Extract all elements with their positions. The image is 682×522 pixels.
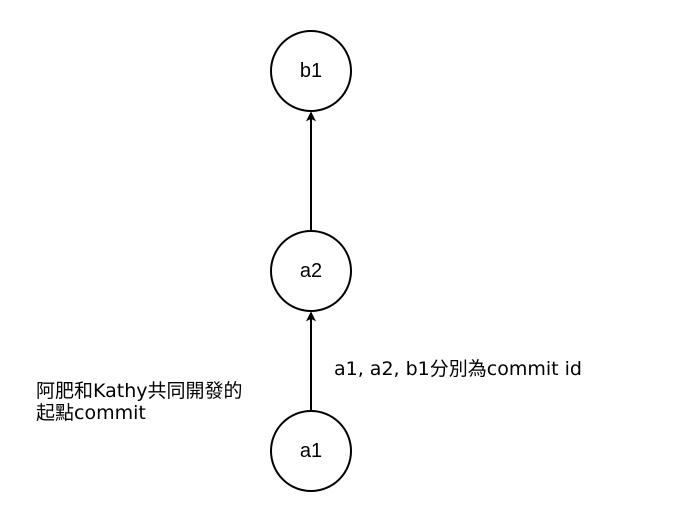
node-b1[interactable]: b1 — [270, 30, 352, 112]
node-a2[interactable]: a2 — [270, 230, 352, 312]
node-a1-label: a1 — [300, 440, 322, 462]
start-point-note-line1: 阿肥和Kathy共同開發的 — [36, 380, 243, 402]
commit-id-note: a1, a2, b1分別為commit id — [334, 358, 582, 380]
node-b1-label: b1 — [300, 60, 322, 82]
node-b1-circle — [270, 30, 352, 112]
node-a2-label: a2 — [300, 260, 322, 282]
node-a1-circle — [270, 410, 352, 492]
start-point-note-line2: 起點commit — [36, 402, 146, 424]
node-a2-circle — [270, 230, 352, 312]
start-point-note: 阿肥和Kathy共同開發的 起點commit — [36, 380, 243, 424]
node-a1[interactable]: a1 — [270, 410, 352, 492]
